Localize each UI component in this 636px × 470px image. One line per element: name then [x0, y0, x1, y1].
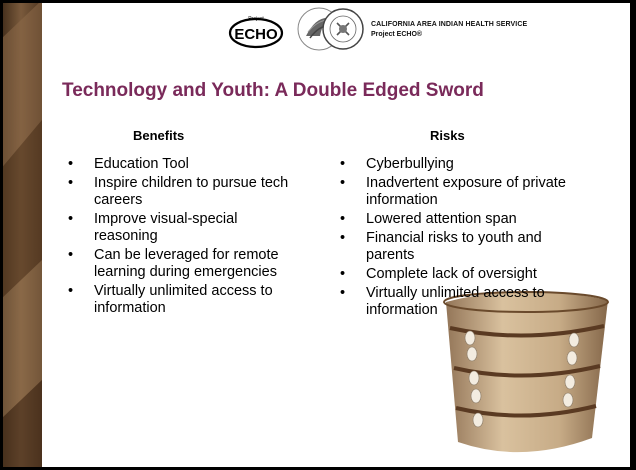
- decorative-wood-strip: [0, 0, 42, 470]
- risk-item: Financial risks to youth and parents: [336, 230, 576, 264]
- risk-item: Cyberbullying: [336, 156, 576, 173]
- risk-item: Lowered attention span: [336, 211, 576, 228]
- benefits-list: Education Tool Inspire children to pursu…: [64, 156, 294, 319]
- frame-edge: [0, 0, 3, 470]
- benefit-item: Improve visual-special reasoning: [64, 211, 294, 245]
- risks-list: Cyberbullying Inadvertent exposure of pr…: [336, 156, 576, 321]
- slide-title: Technology and Youth: A Double Edged Swo…: [62, 80, 484, 101]
- organization-subtitle: Project ECHO®: [371, 31, 423, 38]
- svg-text:Project: Project: [248, 16, 264, 22]
- benefit-item: Virtually unlimited access to informatio…: [64, 283, 294, 317]
- benefit-item: Can be leveraged for remote learning dur…: [64, 247, 294, 281]
- frame-edge: [0, 467, 636, 470]
- svg-text:ECHO: ECHO: [234, 26, 278, 43]
- risk-item: Inadvertent exposure of private informat…: [336, 175, 576, 209]
- frame-edge: [0, 0, 636, 3]
- woven-basket-image: [424, 288, 620, 464]
- risk-item: Complete lack of oversight: [336, 266, 576, 283]
- echo-logo: Project ECHO: [227, 11, 285, 51]
- benefits-heading: Benefits: [133, 128, 185, 143]
- ihs-seal-icon: [320, 6, 366, 52]
- organization-name: CALIFORNIA AREA INDIAN HEALTH SERVICE: [371, 21, 528, 28]
- risks-heading: Risks: [430, 128, 465, 143]
- frame-edge: [630, 0, 636, 470]
- risk-item: Virtually unlimited access to informatio…: [336, 285, 576, 319]
- benefit-item: Education Tool: [64, 156, 294, 173]
- benefit-item: Inspire children to pursue tech careers: [64, 175, 294, 209]
